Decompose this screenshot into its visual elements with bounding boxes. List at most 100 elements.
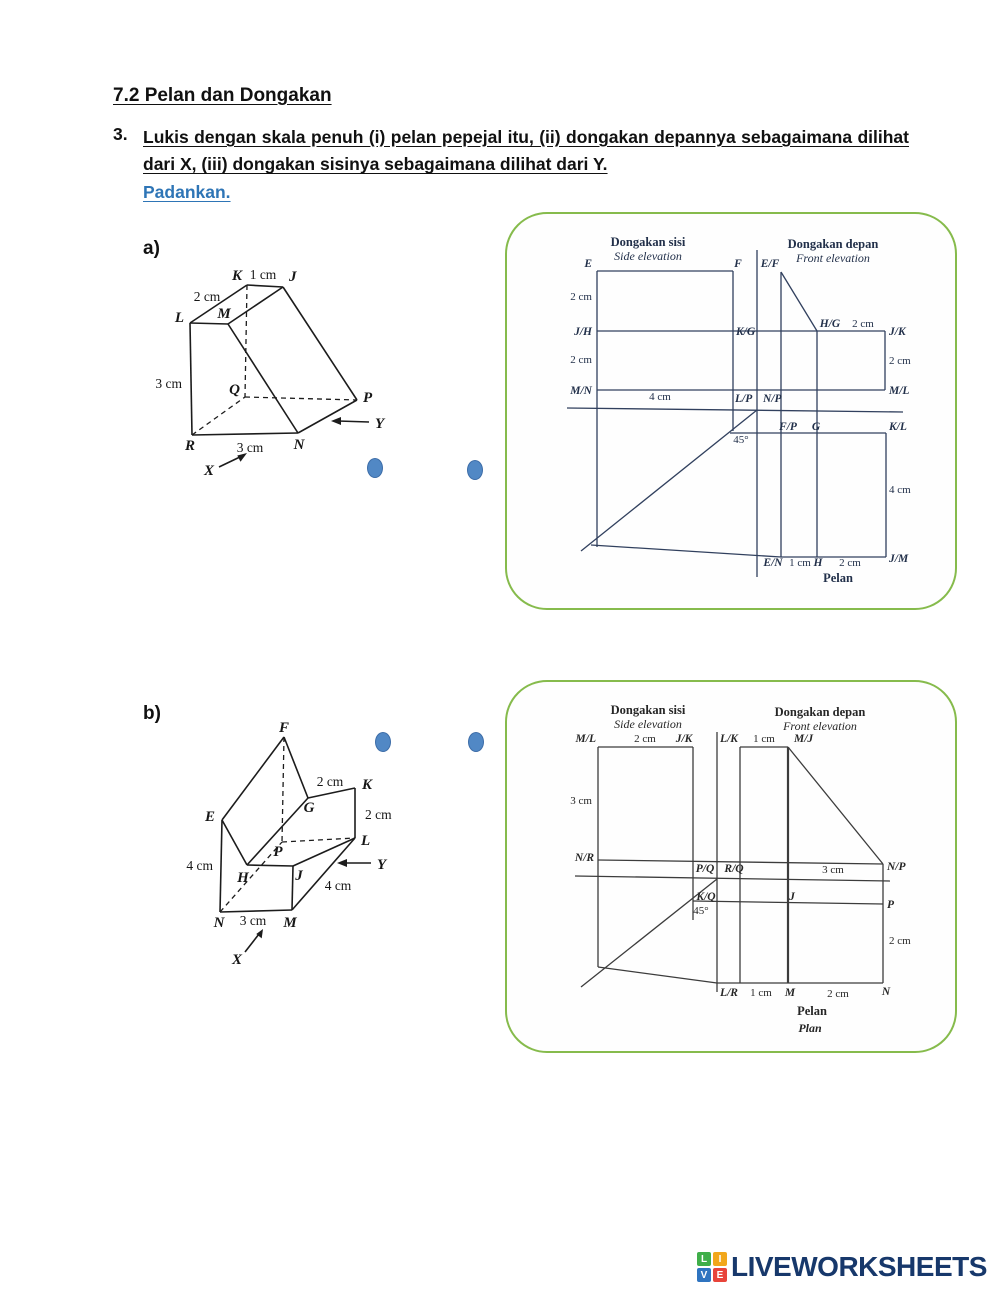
label-KQ-b: K/Q [695,891,715,903]
side-elevation-subtitle: Side elevation [614,249,682,263]
label-P-b: P [887,899,895,911]
label-RQ-b: R/Q [723,863,743,875]
dim-plan-2: 2 cm [839,557,861,569]
solid-a-hidden-edges [191,284,358,436]
dim-right-b: 2 cm [889,935,911,947]
label-NP-b: N/P [886,861,907,873]
liveworksheets-logo[interactable]: L I V E LIVEWORKSHEETS [697,1251,987,1283]
label-KG: K/G [735,326,756,338]
solid-a-view-arrows [218,417,370,468]
match-dot-b2[interactable] [468,732,484,752]
answer-b-lines [574,732,891,992]
dim-side-left-b: 3 cm [570,795,592,807]
angle-45-b: 45° [693,905,708,917]
arrow-label-X-b: X [231,952,243,968]
dim-NM: 3 cm [240,913,267,928]
label-JK: J/K [888,326,907,338]
label-E: E [583,258,592,270]
arrow-label-X: X [203,463,215,479]
vertex-label-R: R [184,438,195,454]
question-number: 3. [113,124,128,144]
vertex-label-Q: Q [229,382,240,398]
solid-a-diagram: K 1 cm J 2 cm L M 3 cm Q P Y R 3 cm N X [155,267,386,479]
answer-a-drawing: Dongakan sisi Side elevation Dongakan de… [566,235,911,585]
label-PQ-b: P/Q [696,863,715,875]
answer-a-lines [566,250,904,577]
dim-top-1-b: 2 cm [634,733,656,745]
answer-b-drawing: Dongakan sisi Side elevation Dongakan de… [570,703,911,1035]
vertex-label-K: K [231,268,243,284]
front-elevation-subtitle: Front elevation [795,251,870,265]
front-elevation-title: Dongakan depan [788,237,879,251]
label-JM: J/M [888,553,909,565]
match-dot-b1[interactable] [375,732,391,752]
section-title: 7.2 Pelan dan Dongakan [113,85,332,106]
dim-bot-2-b: 2 cm [827,988,849,1000]
label-HG: H/G [819,318,841,330]
side-elevation-title-b: Dongakan sisi [611,703,686,717]
match-dot-a1[interactable] [367,458,383,478]
match-instruction[interactable]: Padankan. [143,182,231,202]
label-ML: M/L [888,385,909,397]
vertex-label-G: G [304,800,315,816]
dim-ML-solid: 4 cm [325,878,352,893]
label-MJ-b: M/J [793,733,814,745]
part-a-label: a) [143,238,160,259]
dim-LR: 3 cm [155,376,182,391]
vertex-label-K: K [361,777,373,793]
label-ML-b: M/L [575,733,596,745]
label-NP: N/P [762,393,783,405]
answer-box-b[interactable] [505,680,957,1053]
label-EF: E/F [760,258,780,270]
vertex-label-M: M [216,306,231,322]
front-elevation-subtitle-b: Front elevation [782,719,857,733]
dim-side-top: 2 cm [570,291,592,303]
vertex-label-F: F [278,720,289,736]
vertex-label-J: J [294,868,303,884]
dim-NE: 4 cm [186,858,213,873]
solid-b-view-arrows [244,859,371,953]
label-LR-b: L/R [719,987,738,999]
vertex-label-P: P [363,390,373,406]
vertex-label-J: J [288,269,297,285]
solid-b-edges [219,736,356,913]
dim-side-low: 2 cm [570,354,592,366]
dim-side-width: 4 cm [649,391,671,403]
dim-RN: 3 cm [237,440,264,455]
plan-caption-a: Pelan [823,571,853,585]
dim-plan-1: 1 cm [789,557,811,569]
logo-tile-l: L [697,1252,711,1266]
dim-bot-1-b: 1 cm [750,987,772,999]
label-FP: F/P [778,421,798,433]
dim-KJ: 1 cm [250,267,277,282]
vertex-label-N: N [213,915,226,931]
label-JH: J/H [573,326,593,338]
liveworksheets-wordmark: LIVEWORKSHEETS [731,1251,987,1282]
front-elevation-title-b: Dongakan depan [775,705,866,719]
dim-mid-b: 3 cm [822,864,844,876]
solid-b-hidden-edges [219,736,356,913]
dim-LK: 2 cm [194,289,221,304]
dim-front-right: 2 cm [889,355,911,367]
dim-front-top: 2 cm [852,318,874,330]
dim-KL: 2 cm [365,807,392,822]
vertex-label-L: L [360,833,370,849]
label-KL: K/L [888,421,907,433]
vertex-label-N: N [293,437,306,453]
dim-plan-right: 4 cm [889,484,911,496]
label-H: H [813,557,824,569]
label-M-b: M [784,987,796,999]
label-G: G [812,421,821,433]
logo-tile-e: E [713,1268,727,1282]
label-N-b: N [881,986,891,998]
part-b-label: b) [143,703,161,724]
plan-caption-en-b: Plan [798,1021,822,1035]
arrow-label-Y: Y [375,416,386,432]
label-EN: E/N [762,557,783,569]
answer-box-a[interactable] [505,212,957,610]
vertex-label-H: H [236,870,250,886]
logo-tile-i: I [713,1252,727,1266]
match-dot-a2[interactable] [467,460,483,480]
label-NR-b: N/R [574,852,595,864]
